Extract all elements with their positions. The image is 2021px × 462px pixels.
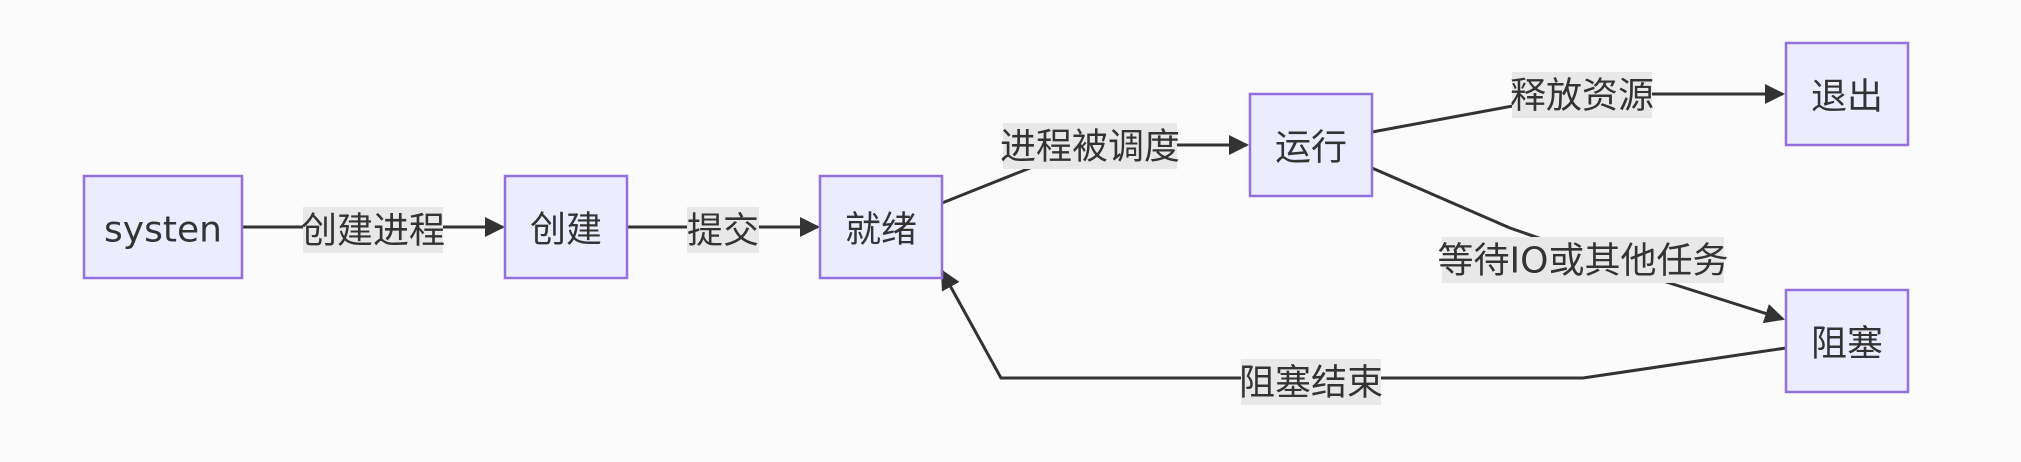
- node-exit[interactable]: 退出: [1784, 41, 1910, 147]
- edge-label-create-process: 创建进程: [301, 207, 445, 253]
- edge-block-to-ready: [940, 269, 1787, 380]
- node-label: 就绪: [845, 210, 917, 251]
- edge-label-text: 阻塞结束: [1239, 363, 1383, 404]
- edge-label-text: 释放资源: [1510, 76, 1654, 117]
- edge-label-text: 创建进程: [301, 211, 445, 252]
- edge-label-text: 等待IO或其他任务: [1438, 241, 1729, 282]
- node-run[interactable]: 运行: [1248, 92, 1374, 198]
- node-ready[interactable]: 就绪: [818, 174, 944, 280]
- node-create[interactable]: 创建: [503, 174, 629, 280]
- node-label: 运行: [1275, 128, 1347, 169]
- node-label: 创建: [530, 210, 602, 251]
- node-label: systen: [104, 210, 222, 251]
- node-system[interactable]: systen: [82, 174, 244, 280]
- edge-label-block-end: 阻塞结束: [1239, 359, 1383, 405]
- node-label: 阻塞: [1811, 324, 1883, 365]
- edge-label-release-resources: 释放资源: [1510, 72, 1654, 118]
- edge-label-wait-io: 等待IO或其他任务: [1438, 237, 1729, 283]
- edge-label-text: 提交: [687, 211, 759, 252]
- node-label: 退出: [1811, 77, 1883, 118]
- node-block[interactable]: 阻塞: [1784, 288, 1910, 394]
- edge-label-text: 进程被调度: [1000, 127, 1180, 168]
- edge-label-submit: 提交: [687, 207, 759, 253]
- edge-label-scheduled: 进程被调度: [1000, 123, 1180, 169]
